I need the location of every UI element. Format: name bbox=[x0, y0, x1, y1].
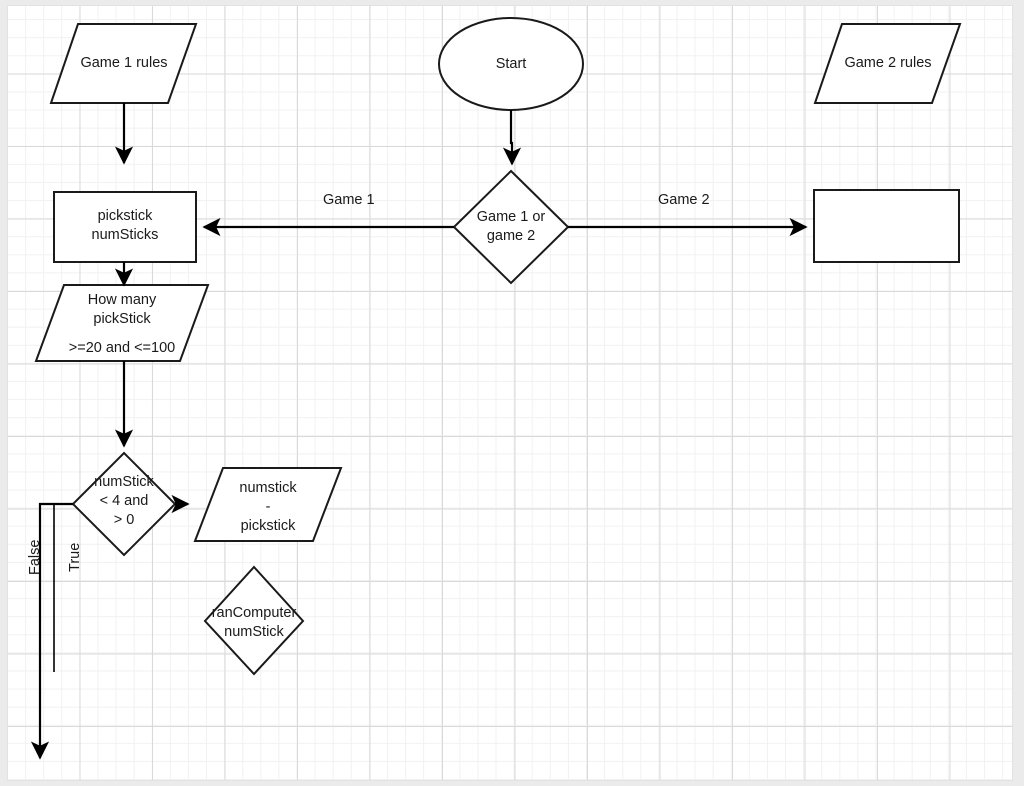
node-game2box[interactable] bbox=[813, 189, 960, 263]
edge-decision-false-branch bbox=[30, 502, 73, 760]
node-decision-game[interactable] bbox=[452, 169, 570, 285]
node-game1rules[interactable] bbox=[49, 23, 198, 104]
edge-label-game2: Game 2 bbox=[658, 192, 710, 208]
node-pickstick[interactable] bbox=[53, 191, 197, 263]
node-howmany[interactable] bbox=[34, 284, 210, 362]
edge-label-true: True bbox=[67, 542, 83, 572]
node-start[interactable] bbox=[438, 17, 584, 111]
node-game2rules[interactable] bbox=[813, 23, 962, 104]
node-subtract[interactable] bbox=[193, 467, 343, 542]
edge-label-false: False bbox=[27, 539, 43, 575]
node-rancomputer[interactable] bbox=[203, 565, 305, 676]
node-decision-numstick[interactable] bbox=[71, 451, 177, 557]
edge-start-to-decision bbox=[502, 110, 522, 166]
edge-label-game1: Game 1 bbox=[323, 192, 375, 208]
